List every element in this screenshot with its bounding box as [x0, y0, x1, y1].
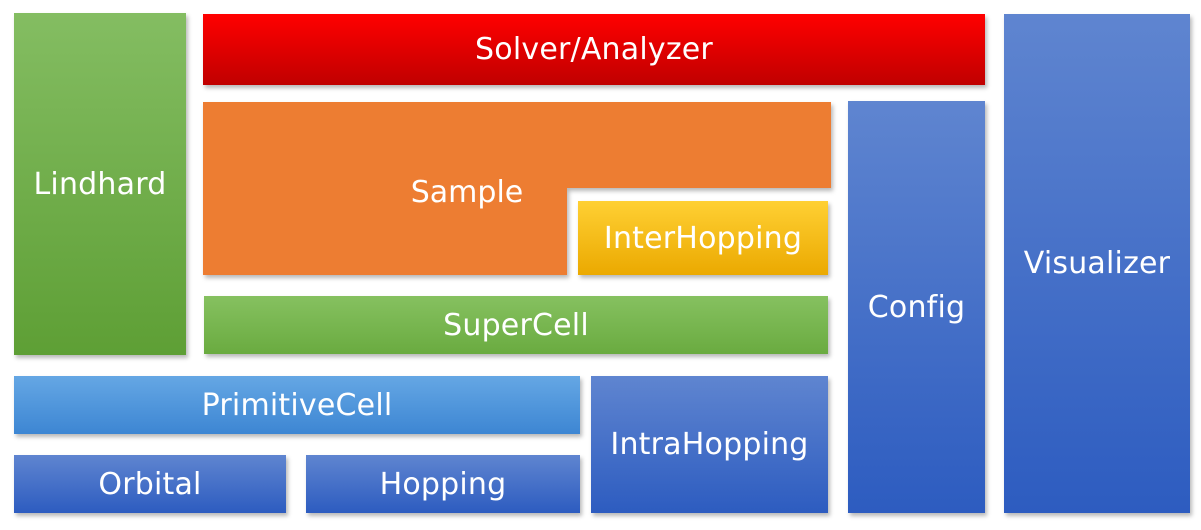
- solver-analyzer-block: Solver/Analyzer: [203, 14, 985, 85]
- lindhard-label: Lindhard: [33, 166, 167, 202]
- visualizer-label: Visualizer: [1023, 246, 1171, 281]
- lindhard-block: Lindhard: [14, 13, 186, 355]
- inter-hopping-label: InterHopping: [603, 220, 803, 256]
- intra-hopping-label: IntraHopping: [610, 427, 809, 462]
- hopping-label: Hopping: [379, 466, 507, 502]
- config-label: Config: [867, 289, 966, 325]
- orbital-block: Orbital: [14, 455, 286, 513]
- sample-block: [203, 102, 831, 275]
- sample-shape: [203, 102, 831, 275]
- visualizer-block: Visualizer: [1004, 14, 1190, 513]
- super-cell-block: SuperCell: [204, 296, 828, 354]
- sample-label: Sample: [410, 175, 524, 210]
- orbital-label: Orbital: [98, 466, 202, 502]
- primitive-cell-block: PrimitiveCell: [14, 376, 580, 434]
- inter-hopping-block: InterHopping: [578, 201, 828, 275]
- config-block: Config: [848, 101, 985, 513]
- intra-hopping-block: IntraHopping: [591, 376, 828, 513]
- primitive-cell-label: PrimitiveCell: [201, 387, 393, 423]
- solver-analyzer-label: Solver/Analyzer: [475, 32, 713, 67]
- hopping-block: Hopping: [306, 455, 580, 513]
- super-cell-label: SuperCell: [443, 307, 589, 343]
